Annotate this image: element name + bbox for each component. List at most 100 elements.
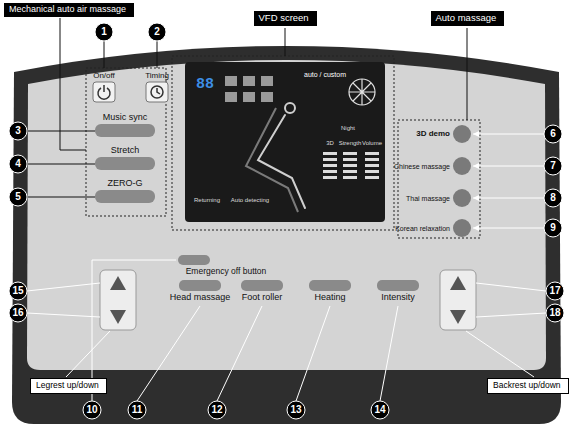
callout-number: 10 [86, 405, 97, 415]
vfd-screen-part-part [243, 76, 255, 86]
leader-arrowhead-part [473, 131, 479, 137]
button-icon-part [157, 88, 160, 94]
leader-line-part [473, 228, 544, 229]
screen-text: Auto detecting [231, 197, 269, 203]
vfd-screen-part-part [349, 79, 375, 105]
leader-arrowhead [473, 131, 479, 231]
vfd-screen-part-part [225, 92, 237, 102]
callout-circle [9, 23, 564, 419]
button-label: On/off [93, 72, 115, 80]
button-label: Emergency off button [186, 267, 267, 276]
callout-number: 9 [550, 223, 556, 233]
vfd-screen-part [349, 79, 375, 105]
callout-number: 16 [12, 308, 23, 318]
vfd-screen-part-part [365, 170, 379, 173]
callout-circle-part [287, 401, 305, 419]
vfd-screen-part-part [243, 92, 255, 102]
panel-button-part [95, 157, 155, 170]
callout-circle-part [546, 282, 564, 300]
panel-body-part [27, 60, 546, 370]
vfd-screen-part-part [323, 176, 337, 179]
group-outline-part [398, 120, 480, 238]
title-box: Mechanical auto air massage [4, 3, 134, 17]
leader-arrowhead-part [473, 163, 479, 169]
button-label: Chinese massage [394, 163, 450, 170]
rest-arrow-button [100, 270, 476, 330]
screen-text: 3D [326, 140, 334, 146]
callout-number: 18 [549, 308, 560, 318]
panel-body-part [12, 46, 561, 424]
panel-button-part [453, 189, 471, 207]
leader-line-part [27, 283, 100, 291]
panel-body [12, 46, 561, 424]
vfd-screen-part-part [365, 158, 379, 161]
vfd-screen-part-part [343, 158, 357, 161]
vfd-screen-part-part [343, 152, 357, 155]
leader-arrowhead-part [473, 225, 479, 231]
rest-arrow-button-part [110, 310, 126, 324]
callout-circle-part [148, 23, 166, 41]
callout-number: 13 [290, 405, 301, 415]
vfd-screen-part-part [246, 108, 298, 212]
vfd-screen-part-part [323, 158, 337, 161]
title-box: Legrest up/down [30, 378, 107, 394]
leader-line-part [296, 306, 330, 401]
vfd-screen-part-part [343, 164, 357, 167]
panel-button-part [453, 157, 471, 175]
callout-number: 7 [550, 161, 556, 171]
vfd-screen-part-part [225, 76, 237, 86]
leader-line-part [104, 41, 105, 68]
leader-line-part [27, 197, 95, 198]
callout-circle-part [546, 304, 564, 322]
vfd-screen [185, 62, 385, 222]
callout-circle-part [9, 122, 27, 140]
leader-line-part [473, 198, 544, 199]
callout-number: 6 [550, 129, 556, 139]
callout-circle-part [9, 282, 27, 300]
vfd-screen-part-part [365, 176, 379, 179]
callout-circle-part [544, 219, 562, 237]
leader-line-part [157, 41, 158, 68]
leader-line [27, 134, 546, 401]
panel-button-part [377, 280, 419, 291]
callout-circle-part [544, 125, 562, 143]
vfd-screen-part [185, 62, 385, 222]
button-label: Stretch [111, 146, 140, 155]
button-icon [98, 85, 163, 99]
leader-line-part [27, 313, 100, 317]
vfd-screen-part-part [323, 152, 337, 155]
vfd-screen-part [225, 76, 273, 102]
callout-number: 5 [15, 192, 21, 202]
title-text: Backrest up/down [493, 381, 563, 390]
callout-circle-part [208, 401, 226, 419]
leader-arrowhead-part [473, 195, 479, 201]
leader-line-part [466, 331, 534, 377]
leader-line-part [66, 331, 110, 377]
vfd-screen-part-part [343, 176, 357, 179]
button-label: Timing [145, 72, 169, 80]
rest-arrow-button-part [450, 310, 466, 324]
leader-line [27, 18, 467, 197]
button-label: Music sync [103, 113, 148, 122]
button-label: Intensity [381, 293, 415, 302]
panel-button-part [179, 280, 221, 291]
panel-button-part [453, 219, 471, 237]
rest-arrow-button-part [440, 270, 476, 330]
title-box: Backrest up/down [487, 378, 569, 394]
vfd-screen-part-part [261, 92, 273, 102]
title-text: Auto massage [436, 13, 499, 23]
callout-number: 14 [374, 405, 385, 415]
callout-number: 3 [15, 126, 21, 136]
panel-button-part [95, 124, 155, 137]
callout-number: 4 [15, 159, 21, 169]
title-box: VFD screen [254, 11, 317, 26]
leader-line-part [473, 166, 544, 167]
callout-circle-part [9, 188, 27, 206]
vfd-screen-part-part [285, 103, 295, 113]
button-label: Thai massage [406, 195, 450, 202]
vfd-screen-part-part [323, 164, 337, 167]
rest-arrow-button-part [110, 276, 126, 290]
button-label: Head massage [170, 293, 231, 302]
